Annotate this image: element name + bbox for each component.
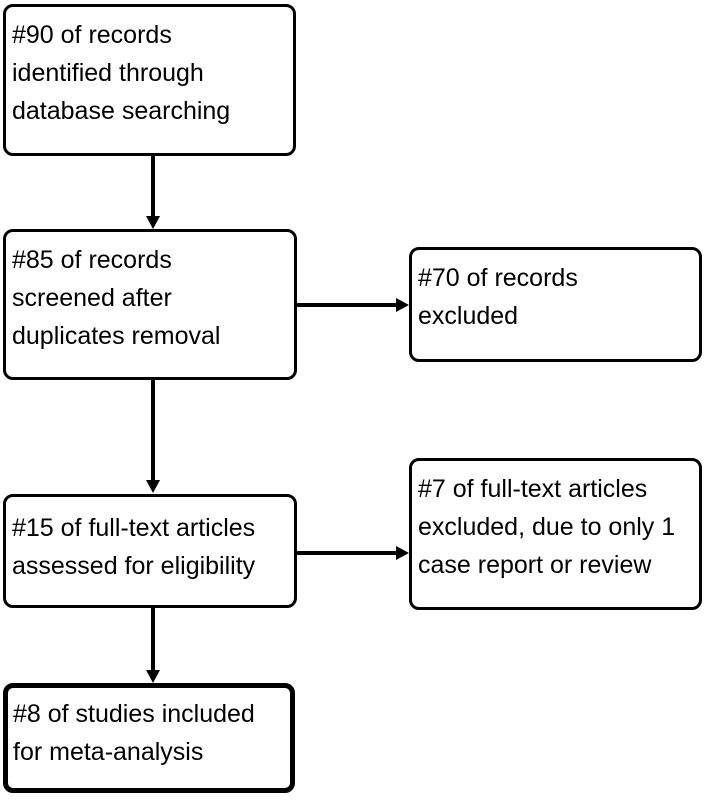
- box-records-excluded: #70 of records excluded: [409, 247, 702, 362]
- box-text-line: case report or review: [418, 551, 652, 579]
- arrow-assessed-to-excluded: [296, 551, 396, 555]
- box-text-line: #70 of records: [418, 264, 578, 292]
- box-text-line: #90 of records: [12, 21, 172, 49]
- arrow-screened-to-assessed: [151, 379, 155, 480]
- box-text-line: screened after: [12, 284, 172, 312]
- arrowhead-right-icon: [396, 298, 409, 312]
- box-text-line: database searching: [12, 97, 231, 125]
- box-text-line: assessed for eligibility: [12, 552, 256, 580]
- box-text-line: for meta-analysis: [13, 738, 204, 766]
- box-text-line: identified through: [12, 59, 204, 87]
- box-fulltext-assessed: #15 of full-text articles assessed for e…: [3, 494, 297, 608]
- box-records-identified: #90 of records identified through databa…: [3, 4, 296, 156]
- arrowhead-right-icon: [396, 546, 409, 560]
- arrow-identified-to-screened: [151, 155, 155, 216]
- box-text-line: excluded: [418, 302, 519, 330]
- box-studies-included: #8 of studies included for meta-analysis: [3, 683, 295, 793]
- arrowhead-down-icon: [146, 480, 160, 493]
- arrowhead-down-icon: [146, 670, 160, 683]
- box-records-screened: #85 of records screened after duplicates…: [3, 229, 297, 380]
- box-text-line: duplicates removal: [12, 322, 221, 350]
- box-text-line: #15 of full-text articles: [12, 514, 256, 542]
- box-text-line: #7 of full-text articles: [418, 475, 648, 503]
- box-fulltext-excluded: #7 of full-text articles excluded, due t…: [409, 458, 702, 610]
- box-text-line: excluded, due to only 1: [418, 513, 676, 541]
- arrow-assessed-to-included: [151, 607, 155, 670]
- arrow-screened-to-excluded: [296, 303, 396, 307]
- box-text-line: #8 of studies included: [13, 700, 255, 728]
- box-text-line: #85 of records: [12, 246, 172, 274]
- arrowhead-down-icon: [146, 216, 160, 229]
